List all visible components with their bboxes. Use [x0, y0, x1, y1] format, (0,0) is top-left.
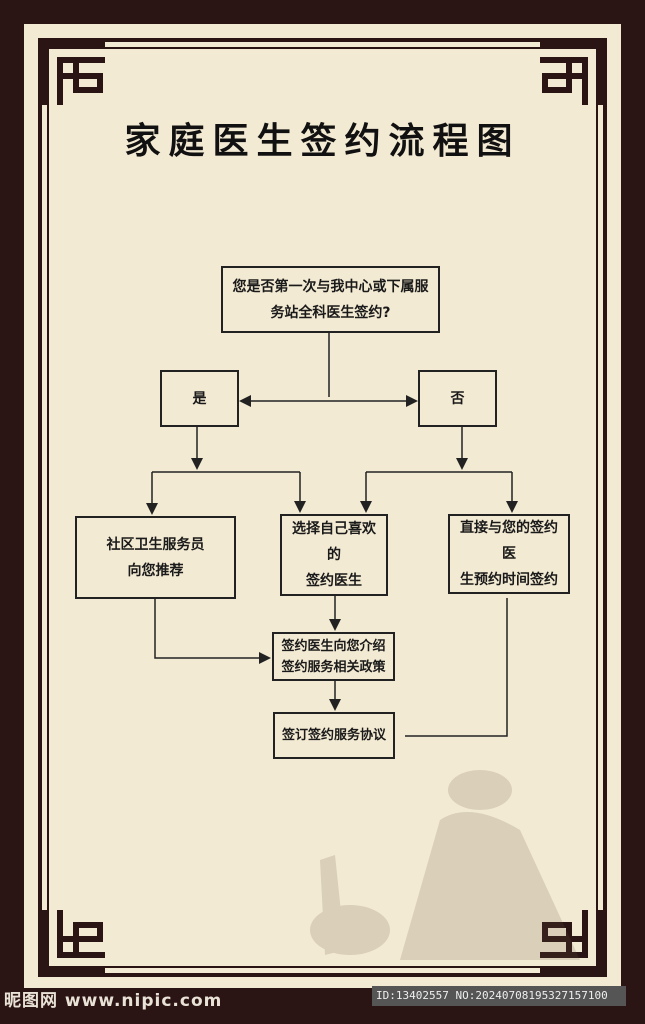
introduce-line-2: 签约服务相关政策 [281, 659, 386, 675]
question-line-2: 务站全科医生签约? [270, 304, 391, 321]
introduce-node: 签约医生向您介绍 签约服务相关政策 [272, 632, 395, 681]
watermark-id: ID:13402557 NO:20240708195327157100 [372, 986, 626, 1006]
no-label: 否 [450, 390, 465, 407]
ink-painting-figure [310, 770, 580, 960]
decorative-frame [38, 38, 607, 977]
corner-ornament-bottom-right [540, 910, 604, 974]
question-node: 您是否第一次与我中心或下属服 务站全科医生签约? [221, 266, 440, 333]
question-line-1: 您是否第一次与我中心或下属服 [232, 278, 429, 295]
corner-ornament-top-right [540, 41, 604, 105]
direct-node: 直接与您的签约医 生预约时间签约 [448, 514, 570, 594]
watermark-brand: 昵图网 www.nipic.com [4, 991, 223, 1011]
flow-connectors [146, 333, 518, 737]
no-node: 否 [418, 370, 497, 427]
introduce-line-1: 签约医生向您介绍 [281, 638, 386, 654]
direct-line-1: 直接与您的签约医 [460, 520, 558, 562]
yes-node: 是 [160, 370, 239, 427]
yes-label: 是 [192, 390, 207, 407]
choose-line-1: 选择自己喜欢的 [292, 521, 376, 563]
direct-line-2: 生预约时间签约 [460, 572, 558, 588]
page-title: 家庭医生签约流程图 [124, 121, 521, 162]
corner-ornament-top-left [41, 41, 105, 105]
recommend-node: 社区卫生服务员 向您推荐 [75, 516, 236, 599]
choose-line-2: 签约医生 [306, 573, 362, 589]
choose-node: 选择自己喜欢的 签约医生 [280, 514, 388, 596]
recommend-line-1: 社区卫生服务员 [106, 536, 205, 553]
corner-ornament-bottom-left [41, 910, 105, 974]
recommend-line-2: 向您推荐 [127, 562, 184, 579]
sign-label: 签订签约服务协议 [281, 727, 386, 743]
sign-node: 签订签约服务协议 [273, 712, 395, 759]
poster-panel [24, 24, 621, 988]
